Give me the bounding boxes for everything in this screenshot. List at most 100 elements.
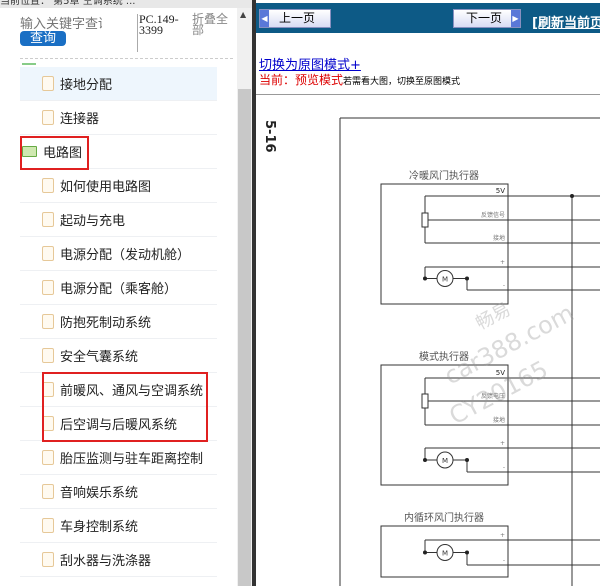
pin-label: - xyxy=(503,557,505,564)
tree-item-label: 连接器 xyxy=(60,112,100,127)
resistor-symbol xyxy=(421,393,429,409)
folder-open-icon xyxy=(22,146,37,157)
page-number: 5-16 xyxy=(262,120,277,153)
document-icon xyxy=(42,246,54,261)
next-page-label: 下一页 xyxy=(466,11,503,25)
tree-item[interactable]: 音响娱乐系统 xyxy=(20,475,217,509)
pin-label: - xyxy=(503,282,505,289)
document-icon xyxy=(42,348,54,363)
tree-item[interactable]: 电源分配（发动机舱） xyxy=(20,237,217,271)
tree-item-label: 如何使用电路图 xyxy=(60,180,152,195)
actuator-title: 内循环风门执行器 xyxy=(404,511,484,524)
document-icon xyxy=(42,76,54,91)
tree-item[interactable]: 前暖风、通风与空调系统 xyxy=(20,373,217,407)
document-icon xyxy=(42,552,54,567)
pin-label: 反馈信号 xyxy=(481,211,505,219)
sidebar-scrollbar[interactable]: ▲ xyxy=(237,8,252,586)
prev-page-button[interactable]: ◀ 上一页 xyxy=(259,9,331,28)
pin-label: 反馈电压 xyxy=(481,392,505,400)
resistor-symbol xyxy=(421,212,429,228)
tree-item[interactable]: 如何使用电路图 xyxy=(20,169,217,203)
current-label: 当前： xyxy=(259,73,296,87)
tree-item[interactable]: 胎压监测与驻车距离控制 xyxy=(20,441,217,475)
tree-item[interactable]: 刮水器与洗涤器 xyxy=(20,543,217,577)
tree-item[interactable]: 接地分配 xyxy=(20,67,217,101)
pin-label: + xyxy=(500,259,505,266)
motor-icon xyxy=(436,544,454,561)
tree-item[interactable]: 车身控制系统 xyxy=(20,509,217,543)
motor-label: M xyxy=(442,550,448,558)
junction-dot xyxy=(465,276,469,281)
tree-item[interactable]: 电源分配（乘客舱） xyxy=(20,271,217,305)
junction-dot xyxy=(570,194,574,198)
tree-line xyxy=(22,63,36,65)
motor-icon xyxy=(436,451,454,469)
actuator-box xyxy=(380,525,509,578)
pin-label: + xyxy=(500,532,505,539)
prev-page-label: 上一页 xyxy=(279,11,316,25)
actuator-title: 模式执行器 xyxy=(419,350,469,363)
document-icon xyxy=(42,518,54,533)
tree-item[interactable]: 防抱死制动系统 xyxy=(20,305,217,339)
document-icon xyxy=(42,178,54,193)
pane-divider[interactable] xyxy=(252,0,256,586)
mode-hint: 若需看大图，切换至原图模式 xyxy=(343,77,461,87)
tree-item-label: 防抱死制动系统 xyxy=(60,316,152,331)
motor-label: M xyxy=(442,457,448,465)
search-input[interactable] xyxy=(20,16,102,32)
document-icon xyxy=(42,314,54,329)
document-icon xyxy=(42,212,54,227)
actuator-box xyxy=(380,183,509,305)
document-icon xyxy=(42,280,54,295)
tree-item-label: 前暖风、通风与空调系统 xyxy=(60,384,204,399)
pin-label: 5V xyxy=(496,369,505,377)
tree-item[interactable]: 电路图 xyxy=(20,135,217,169)
tree-item-label: 电源分配（乘客舱） xyxy=(60,282,178,297)
circuit-diagram: 5-16冷暖风门执行器5V反馈信号接地+-M模式执行器5V反馈电压接地+-M内循… xyxy=(262,117,600,586)
document-icon xyxy=(42,484,54,499)
arrow-right-icon: ▶ xyxy=(511,10,520,27)
highlight-box xyxy=(20,136,89,170)
tree-item-label: 音响娱乐系统 xyxy=(60,486,139,501)
breadcrumb-strip: 当前位置： 第5章 空调系统 ... xyxy=(0,0,256,8)
tree-item-label: 刮水器与洗涤器 xyxy=(60,554,152,569)
sidebar: 查询 PC.149-3399 折叠全部 接地分配连接器电路图如何使用电路图起动与… xyxy=(0,8,237,586)
scrollbar-thumb[interactable] xyxy=(238,89,251,586)
next-page-button[interactable]: 下一页 ▶ xyxy=(453,9,521,28)
tree-item[interactable]: 连接器 xyxy=(20,101,217,135)
tree-item-label: 胎压监测与驻车距离控制 xyxy=(60,452,204,467)
tree-item-label: 安全气囊系统 xyxy=(60,350,139,365)
tree-item[interactable]: 起动与充电 xyxy=(20,203,217,237)
motor-icon xyxy=(436,270,454,287)
motor-label: M xyxy=(442,276,448,284)
tree-item-label: 接地分配 xyxy=(60,78,113,93)
collapse-all-button[interactable]: 折叠全部 xyxy=(192,12,229,37)
tree-item[interactable]: 安全气囊系统 xyxy=(20,339,217,373)
current-mode: 预览模式 xyxy=(295,73,344,87)
document-code: PC.149-3399 xyxy=(137,13,179,52)
junction-dot xyxy=(465,550,469,555)
pin-label: 接地 xyxy=(493,234,505,242)
scroll-up-icon[interactable]: ▲ xyxy=(240,10,247,19)
viewer-toolbar: ◀ 上一页 下一页 ▶ [刷新当前页 xyxy=(256,3,600,33)
refresh-page-link[interactable]: [刷新当前页 xyxy=(532,16,600,31)
actuator-title: 冷暖风门执行器 xyxy=(409,169,479,182)
tree-item-label: 电源分配（发动机舱） xyxy=(60,248,191,263)
divider xyxy=(256,94,600,95)
tree-item-label: 起动与充电 xyxy=(60,214,126,229)
tree-item-label: 车身控制系统 xyxy=(60,520,139,535)
junction-dot xyxy=(465,458,469,462)
arrow-left-icon: ◀ xyxy=(260,10,269,27)
pin-label: + xyxy=(500,440,505,447)
junction-dot xyxy=(423,276,427,281)
mode-status: 当前：预览模式若需看大图，切换至原图模式 xyxy=(259,71,460,88)
search-button[interactable]: 查询 xyxy=(20,31,66,46)
pin-label: 5V xyxy=(496,187,505,195)
pin-label: - xyxy=(503,464,505,471)
pin-label: 接地 xyxy=(493,416,505,424)
document-icon xyxy=(42,110,54,125)
divider xyxy=(20,58,233,59)
switch-mode-link[interactable]: 切换为原图模式+ xyxy=(259,58,361,73)
tree-item-label: 后空调与后暖风系统 xyxy=(60,418,178,433)
highlight-box xyxy=(42,372,208,442)
